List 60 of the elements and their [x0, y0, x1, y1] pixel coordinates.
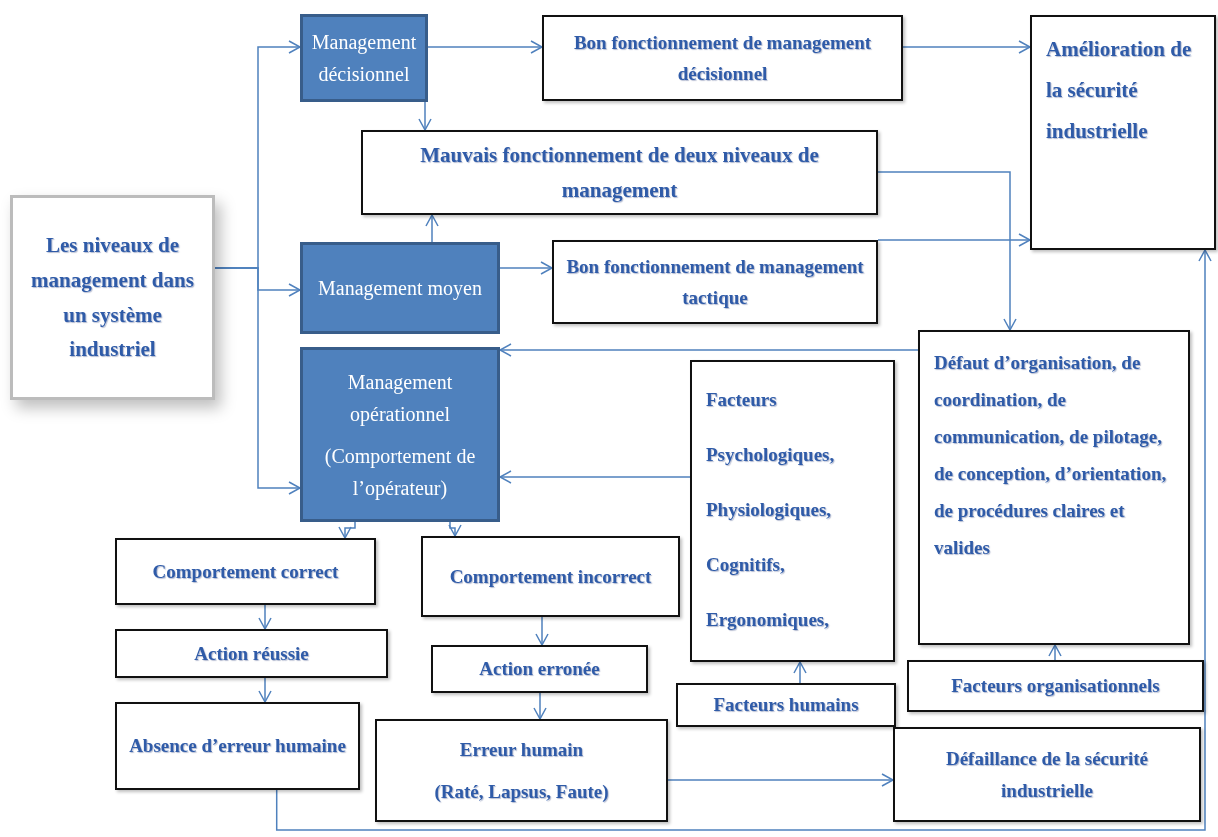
arrow — [258, 604, 272, 630]
box-text: Mauvais fonctionnement de deux niveaux de management — [419, 141, 820, 204]
box-text: Management moyen — [318, 276, 482, 302]
process-box — [542, 15, 903, 101]
arrow — [877, 233, 1031, 247]
arrow — [258, 677, 272, 703]
arrow — [425, 214, 439, 243]
process-box — [1030, 15, 1216, 250]
arrow — [499, 261, 553, 275]
arrow — [877, 171, 1017, 331]
box-text: Erreur humain — [459, 738, 584, 763]
box-text: Facteurs organisationnels — [951, 674, 1160, 699]
arrow — [418, 101, 432, 131]
process-box — [690, 360, 895, 662]
box-text: Management opérationnel — [346, 369, 454, 428]
arrow — [793, 661, 807, 684]
process-box — [375, 719, 668, 822]
box-text: (Raté, Lapsus, Faute) — [434, 779, 609, 804]
arrow — [448, 521, 462, 537]
process-box — [552, 240, 878, 324]
arrow — [533, 692, 547, 720]
process-box — [115, 702, 360, 790]
box-text: Facteurs Psychologiques, Physiologiques, Cognitifs, Ergonomiques, — [706, 388, 836, 633]
process-box — [431, 645, 648, 693]
arrow — [338, 521, 356, 539]
box-text: Absence d’erreur humaine — [129, 734, 346, 759]
box-text: Bon fonctionnement de management tactique — [565, 254, 865, 310]
box-text: Défaillance de la sécurité industrielle — [944, 747, 1150, 803]
management-level-box — [300, 347, 500, 522]
arrow — [667, 773, 894, 787]
management-level-box — [300, 242, 500, 334]
process-box — [361, 130, 878, 215]
arrow — [902, 40, 1031, 54]
process-box — [918, 330, 1190, 645]
arrow — [499, 470, 691, 484]
management-level-box — [300, 14, 428, 102]
box-text: Management décisionnel — [311, 30, 417, 87]
process-box — [893, 727, 1201, 822]
box-text: Défaut d’organisation, de coordination, de communication, de pilotage, de conception, d’orientation, de procédures claires et valides — [934, 351, 1168, 561]
arrow — [1048, 644, 1062, 661]
arrow — [275, 249, 1212, 831]
process-box — [115, 629, 388, 678]
box-text: Comportement incorrect — [449, 564, 652, 589]
process-box — [907, 660, 1204, 712]
arrow — [499, 343, 919, 357]
box-text: Action réussie — [194, 641, 309, 666]
process-box — [676, 683, 896, 727]
box-text: Bon fonctionnement de management décisionnel — [572, 30, 873, 86]
box-text: Action erronée — [479, 657, 600, 682]
box-text: Les niveaux de management dans un système industriel — [30, 232, 195, 364]
arrow — [535, 616, 549, 646]
process-box — [115, 538, 376, 605]
box-text: Facteurs humains — [713, 693, 859, 718]
box-text: Comportement correct — [152, 559, 339, 584]
arrow — [214, 267, 301, 495]
box-text: Amélioration de la sécurité industrielle — [1046, 36, 1193, 145]
process-box — [421, 536, 680, 617]
box-text: (Comportement de l’opérateur) — [323, 443, 477, 502]
arrow — [427, 40, 543, 54]
process-box — [10, 195, 215, 400]
